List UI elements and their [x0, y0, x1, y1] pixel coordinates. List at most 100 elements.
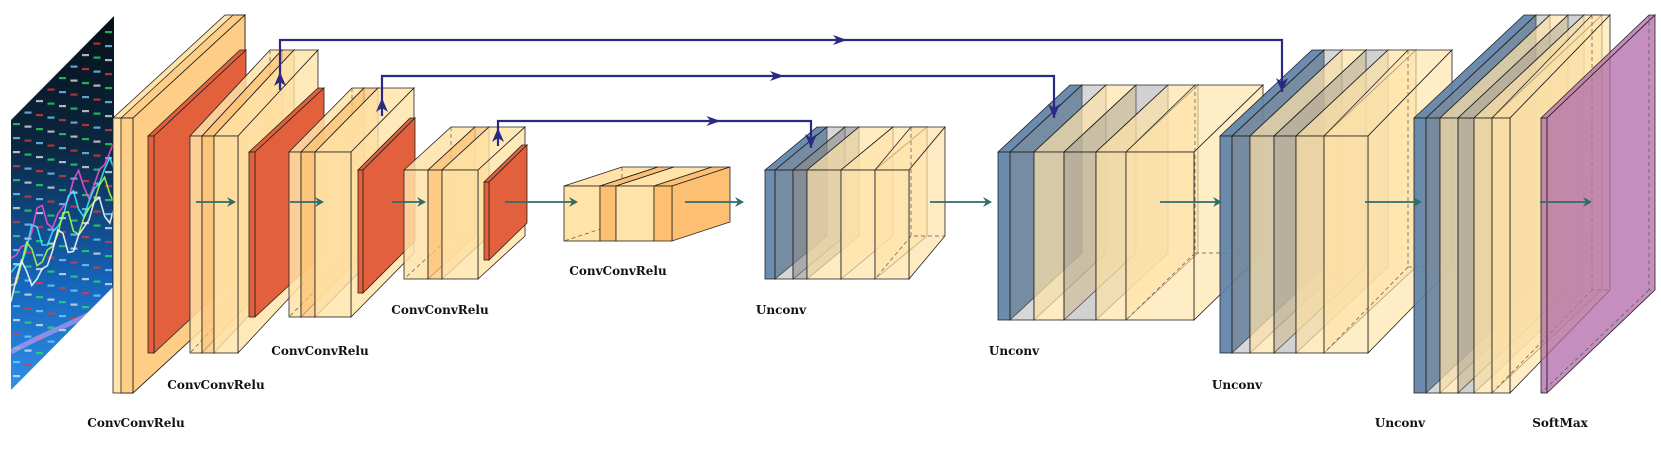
skip-path [496, 119, 813, 148]
slab-front [483, 181, 490, 261]
ticker-glyph [36, 324, 43, 327]
ticker-glyph [82, 110, 89, 113]
ticker-glyph [13, 445, 20, 447]
skip-connection-arrow [376, 71, 1060, 118]
ticker-glyph [13, 319, 20, 322]
ticker-glyph [24, 167, 32, 170]
slab-front [1095, 151, 1127, 321]
slab-front [248, 151, 256, 318]
ticker-glyph [93, 238, 101, 241]
ticker-glyph [25, 420, 32, 422]
ticker-glyph [36, 394, 43, 396]
ticker-glyph [93, 98, 101, 101]
ticker-glyph [59, 315, 66, 318]
ticker-glyph [59, 133, 66, 136]
ticker-glyph [82, 222, 89, 225]
slab-front [1457, 117, 1475, 394]
ticker-glyph [105, 115, 112, 118]
slab-front [774, 169, 794, 280]
ticker-glyph [36, 170, 43, 173]
ticker-glyph [36, 268, 43, 271]
ticker-glyph [47, 368, 55, 371]
upconv1-label: Unconv [755, 303, 807, 317]
slab-front [441, 169, 479, 280]
ticker-glyph [59, 329, 66, 332]
slab-front [427, 169, 443, 280]
ticker-glyph [48, 425, 55, 427]
ticker-glyph [70, 387, 78, 390]
skip-arrowhead-down [1048, 104, 1060, 118]
ticker-glyph [70, 233, 78, 236]
ticker-glyph [36, 436, 43, 438]
ticker-glyph [36, 142, 43, 145]
ticker-glyph [105, 353, 112, 356]
ticker-glyph [70, 275, 78, 278]
ticker-glyph [105, 129, 112, 132]
ticker-glyph [24, 279, 32, 282]
ticker-glyph [13, 249, 20, 252]
ticker-glyph [82, 376, 89, 379]
ticker-glyph [59, 343, 66, 346]
ticker-glyph [93, 378, 101, 381]
ticker-glyph [47, 354, 55, 357]
ticker-glyph [24, 181, 32, 184]
ticker-glyph [47, 270, 55, 273]
skip-arrowhead-down [1276, 78, 1288, 92]
ticker-glyph [36, 310, 43, 313]
ticker-glyph [93, 182, 101, 185]
ticker-glyph [36, 184, 43, 187]
ticker-glyph [71, 416, 78, 418]
ticker-glyph [47, 326, 55, 329]
skip-arrowhead-mid [706, 116, 721, 126]
ticker-glyph [105, 213, 112, 216]
ticker-glyph [36, 128, 43, 131]
ticker-glyph [93, 266, 101, 269]
softmax-slab [1540, 14, 1656, 394]
slab-front [300, 151, 316, 318]
ticker-glyph [105, 255, 112, 258]
ticker-glyph [70, 331, 78, 334]
ticker-glyph [93, 322, 101, 325]
ticker-glyph [93, 280, 101, 283]
slab-front [1491, 117, 1511, 394]
ticker-glyph [82, 348, 89, 351]
ticker-glyph [82, 166, 89, 169]
ticker-glyph [36, 422, 43, 424]
ticker-glyph [24, 377, 32, 380]
ticker-glyph [105, 367, 112, 370]
ticker-glyph [36, 212, 43, 215]
ticker-glyph [59, 91, 66, 94]
slab-front [147, 135, 155, 354]
ticker-glyph [47, 382, 55, 385]
ticker-glyph [47, 228, 55, 231]
ticker-glyph [105, 31, 112, 34]
ticker-glyph [24, 223, 32, 226]
ticker-glyph [105, 101, 112, 104]
ticker-glyph [93, 154, 101, 157]
ticker-glyph [59, 175, 66, 178]
ticker-glyph [59, 273, 66, 276]
ticker-glyph [13, 431, 20, 433]
ticker-glyph [105, 283, 112, 286]
ticker-glyph [59, 203, 66, 206]
ticker-glyph [59, 399, 66, 401]
skip-connection-arrow [274, 35, 1288, 92]
ticker-glyph [70, 373, 78, 376]
ticker-glyph [82, 362, 89, 365]
skip-arrowhead-up [492, 128, 504, 142]
ticker-glyph [59, 259, 66, 262]
ticker-glyph [47, 88, 55, 91]
ticker-glyph [36, 114, 43, 117]
slab-front [615, 185, 655, 242]
ticker-glyph [70, 205, 78, 208]
ticker-glyph [105, 381, 112, 384]
slab-front [120, 117, 134, 394]
ticker-glyph [36, 240, 43, 243]
slab-front [1033, 151, 1065, 321]
ticker-glyph [82, 306, 89, 309]
slab-front [403, 169, 429, 280]
ticker-glyph [24, 363, 32, 366]
ticker-glyph [82, 68, 89, 71]
encoder3-relu-slab [357, 117, 416, 294]
ticker-glyph [24, 153, 32, 156]
